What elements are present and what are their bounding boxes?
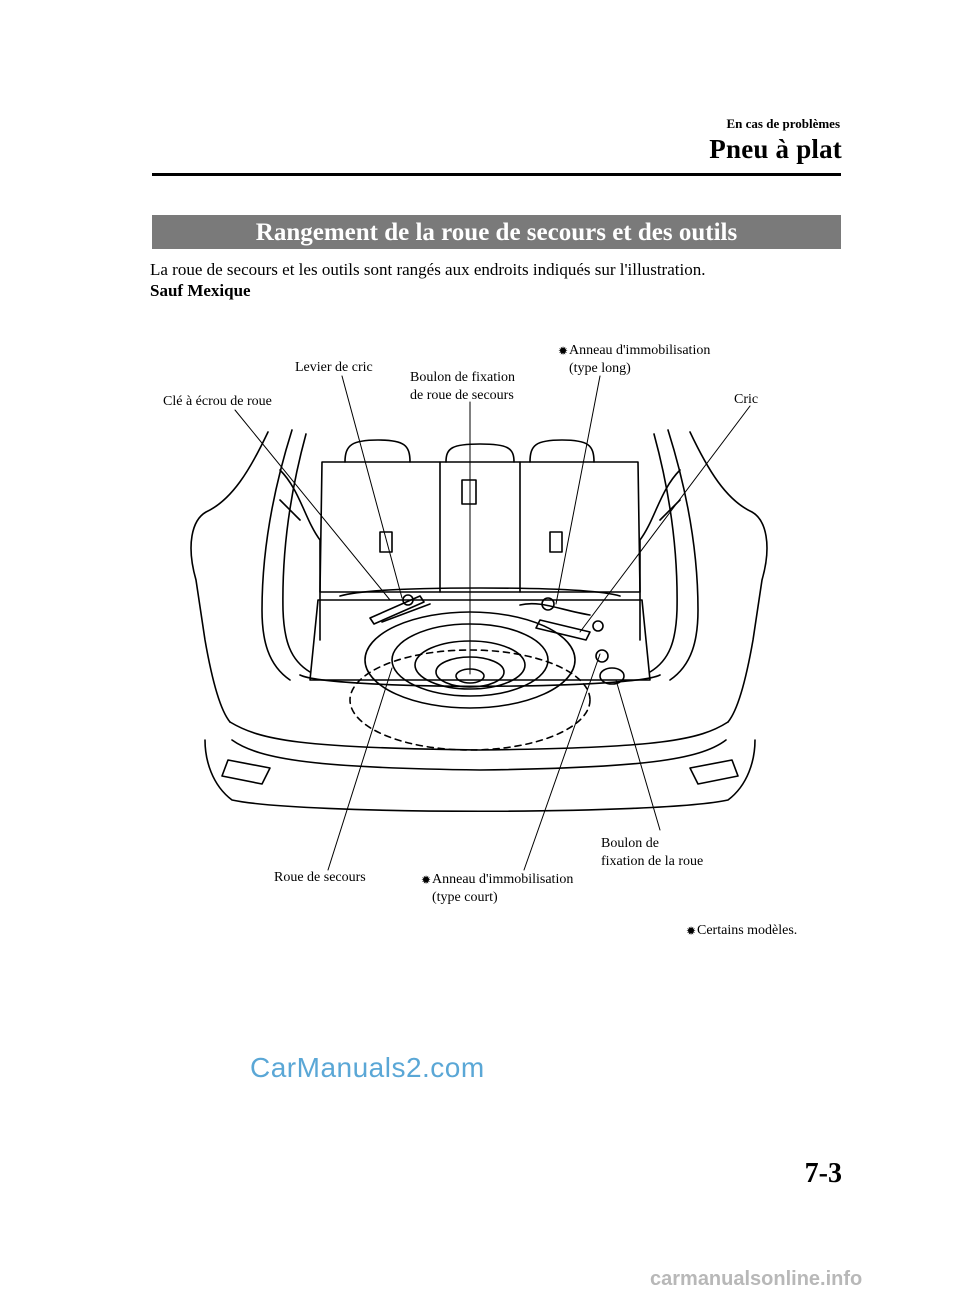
label-tow-hook-long-line1: Anneau d'immobilisation	[569, 343, 711, 358]
footnote-star-icon: ✹	[686, 924, 697, 938]
label-tow-hook-short-line1: Anneau d'immobilisation	[432, 872, 574, 887]
footnote-star-icon: ✹	[421, 873, 432, 887]
label-wheel-bolt: Boulon de fixation de la roue	[601, 835, 703, 871]
footnote: ✹Certains modèles.	[686, 922, 797, 940]
label-tow-hook-long: ✹Anneau d'immobilisation (type long)	[558, 342, 710, 378]
watermark-carmanuals2: CarManuals2.com	[250, 1052, 485, 1083]
label-spare-bolt: Boulon de fixation de roue de secours	[410, 369, 515, 405]
label-wheel-bolt-line2: fixation de la roue	[601, 854, 704, 869]
market-subheading: Sauf Mexique	[150, 281, 251, 300]
label-jack-lever: Levier de cric	[295, 360, 373, 375]
label-tow-hook-short: ✹Anneau d'immobilisation (type court)	[421, 871, 573, 907]
label-wheel-wrench: Clé à écrou de roue	[163, 394, 272, 409]
label-spare-wheel: Roue de secours	[274, 870, 366, 885]
label-jack: Cric	[734, 392, 759, 407]
watermark-carmanualsonline: carmanualsonline.info	[650, 1268, 863, 1290]
section-title: Pneu à plat	[709, 134, 842, 164]
header-rule	[152, 173, 841, 176]
label-wheel-bolt-line1: Boulon de	[601, 836, 659, 851]
chapter-title: En cas de problèmes	[726, 116, 840, 131]
label-spare-bolt-line1: Boulon de fixation	[410, 370, 515, 385]
footnote-star-icon: ✹	[558, 344, 569, 358]
label-spare-bolt-line2: de roue de secours	[410, 388, 514, 403]
footnote-text: Certains modèles.	[697, 923, 798, 938]
section-banner: Rangement de la roue de secours et des o…	[152, 215, 841, 249]
label-tow-hook-short-line2: (type court)	[432, 890, 498, 905]
page-number: 7-3	[804, 1158, 842, 1189]
intro-paragraph: La roue de secours et les outils sont ra…	[150, 260, 706, 279]
label-tow-hook-long-line2: (type long)	[569, 361, 631, 376]
